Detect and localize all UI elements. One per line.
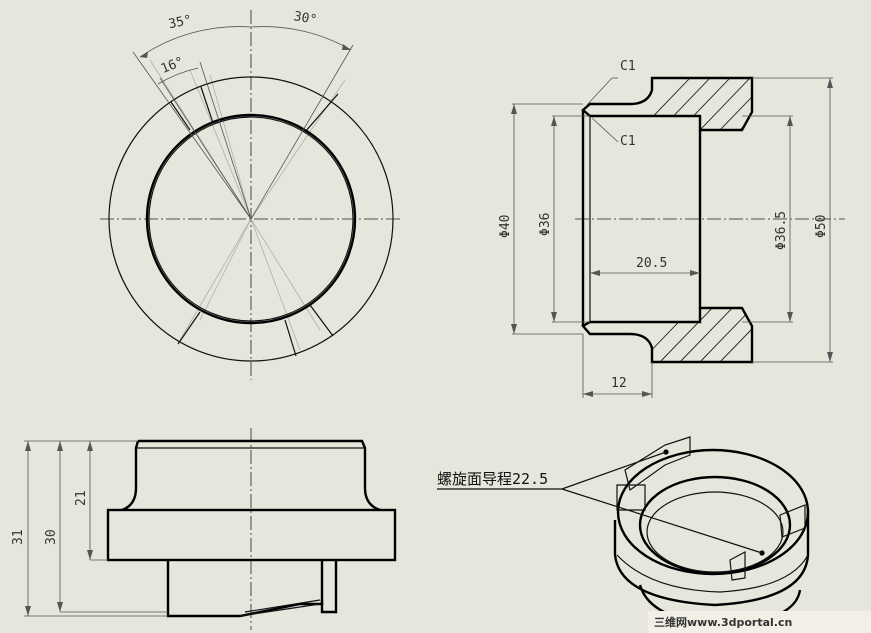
angle-16-label: 16° [159,54,186,77]
dia-36-label: Φ36 [538,213,553,236]
dia-36-5-label: Φ36.5 [774,211,789,250]
iso-outer-body [613,510,810,607]
iso-segment-bottom [729,551,746,581]
section-view: C1 C1 Φ40 Φ36 Φ36.5 Φ50 20.5 12 [498,59,845,398]
height-31-label: 31 [11,529,26,545]
iso-segment-left [616,484,646,511]
section-outline-top [581,76,754,132]
iso-bore [638,475,792,575]
section-dimension-lines [512,77,833,398]
angle-30-label: 30° [292,9,318,28]
slot-edges [170,86,339,357]
iso-top-rim [616,448,810,576]
iso-bore-inner [646,491,784,573]
watermark-bg [648,611,871,633]
section-hatch-top [648,78,752,130]
front-helix-edge-2 [244,599,321,613]
angle-dimensions [132,26,354,220]
dia-50-label: Φ50 [814,215,829,238]
front-arrowheads [25,441,93,616]
angle-35-label: 35° [167,13,193,33]
section-hatch-bottom [648,308,752,362]
top-view: 35° 30° 16° [100,9,402,380]
inner-bore-circle [145,113,357,325]
iso-segment-right [779,504,806,538]
watermark-text: 三维网www.3dportal.cn [654,615,792,629]
mid-circle [148,116,354,322]
flange-width-label: 12 [611,376,627,391]
front-dimension-lines [24,440,168,617]
outer-circle [108,76,394,362]
note-leader-1 [561,451,667,490]
front-flange [106,508,397,562]
front-top-boss-left [121,440,140,512]
front-helix-edge-1 [239,603,321,617]
helix-lead-note: 螺旋面导程22.5 [437,470,548,488]
iso-flange-edge [616,554,809,593]
section-arrowheads [511,78,833,397]
chamfer-inner-label: C1 [620,134,636,149]
bore-depth-label: 20.5 [636,256,667,271]
front-lower-body [166,560,324,618]
note-leader-2 [561,488,763,554]
height-21-label: 21 [74,490,89,506]
iso-segment-top [624,436,691,492]
watermark: 三维网www.3dportal.cn [648,611,871,633]
chamfer-top-label: C1 [620,59,636,74]
front-lower-step [320,560,338,614]
iso-view: 螺旋面导程22.5 [437,436,810,627]
front-view: 31 30 21 [11,428,397,630]
ghost-spiral-lines [149,59,346,351]
front-top-boss [138,439,381,512]
section-outline-bottom [581,306,754,364]
height-30-label: 30 [44,529,59,545]
dia-40-label: Φ40 [498,215,513,238]
